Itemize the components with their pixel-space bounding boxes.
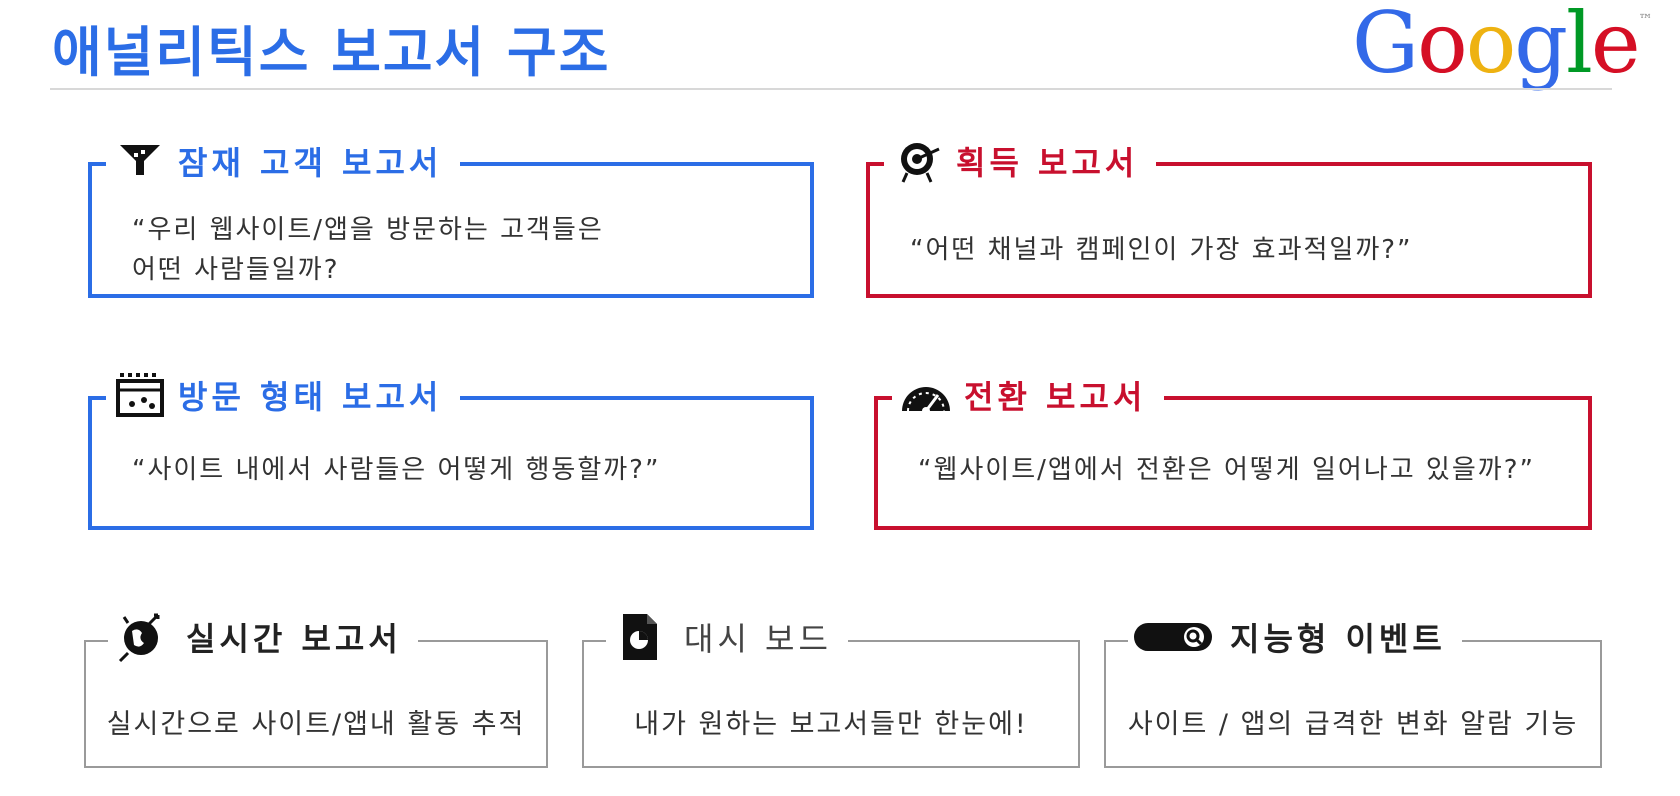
acquisition-report-header: 획득 보고서 <box>884 132 1157 190</box>
toggle-search-icon <box>1132 612 1214 662</box>
intelligence-events-title: 지능형 이벤트 <box>1230 620 1446 658</box>
conversion-report-desc: “웹사이트/앱에서 전환은 어떻게 일어나고 있을까?” <box>918 455 1535 485</box>
acquisition-report-box[interactable]: 획득 보고서 “어떤 채널과 캠페인이 가장 효과적일까?” <box>866 132 1592 298</box>
intelligence-events-header: 지능형 이벤트 <box>1128 608 1462 666</box>
realtime-report-header: 실시간 보고서 <box>108 608 418 666</box>
audience-report-box[interactable]: 잠재 고객 보고서 “우리 웹사이트/앱을 방문하는 고객들은 어떤 사람들일까… <box>88 132 814 298</box>
audience-report-header: 잠재 고객 보고서 <box>106 132 461 190</box>
dashboard-box[interactable]: 대시 보드 내가 원하는 보고서들만 한눈에! <box>582 608 1080 768</box>
dashboard-title: 대시 보드 <box>684 620 832 658</box>
speedometer-icon <box>898 373 954 417</box>
audience-report-desc: “우리 웹사이트/앱을 방문하는 고객들은 어떤 사람들일까? <box>132 215 604 285</box>
logo-letter-l: l <box>1566 0 1593 92</box>
browser-icon <box>112 373 168 417</box>
target-icon <box>890 139 946 183</box>
intelligence-events-box[interactable]: 지능형 이벤트 사이트 / 앱의 급격한 변화 알람 기능 <box>1104 608 1602 768</box>
logo-letter-o2: o <box>1465 0 1517 92</box>
funnel-icon <box>112 139 168 183</box>
document-chart-icon <box>610 612 668 662</box>
dashboard-desc: 내가 원하는 보고서들만 한눈에! <box>634 709 1028 740</box>
acquisition-report-title: 획득 보고서 <box>956 144 1139 182</box>
title-divider <box>50 88 1612 90</box>
google-logo: Google™ <box>1352 0 1653 92</box>
conversion-report-title: 전환 보고서 <box>964 378 1147 416</box>
acquisition-report-desc: “어떤 채널과 캠페인이 가장 효과적일까?” <box>910 235 1413 265</box>
logo-letter-e: e <box>1590 0 1641 92</box>
conversion-report-header: 전환 보고서 <box>892 366 1165 424</box>
logo-letter-g2: g <box>1514 0 1568 92</box>
behavior-report-desc: “사이트 내에서 사람들은 어떻게 행동할까?” <box>132 455 661 485</box>
logo-letter-o1: o <box>1417 0 1468 92</box>
logo-tm: ™ <box>1638 12 1653 28</box>
intelligence-events-desc: 사이트 / 앱의 급격한 변화 알람 기능 <box>1127 709 1579 740</box>
logo-letter-g: G <box>1352 0 1419 92</box>
behavior-report-box[interactable]: 방문 형태 보고서 “사이트 내에서 사람들은 어떻게 행동할까?” <box>88 366 814 530</box>
page-title: 애널리틱스 보고서 구조 <box>52 21 611 84</box>
dashboard-header: 대시 보드 <box>606 608 848 666</box>
realtime-report-desc: 실시간으로 사이트/앱내 활동 추적 <box>106 709 526 740</box>
globe-icon <box>112 612 170 663</box>
behavior-report-title: 방문 형태 보고서 <box>178 378 443 416</box>
audience-report-title: 잠재 고객 보고서 <box>178 144 443 182</box>
realtime-report-box[interactable]: 실시간 보고서 실시간으로 사이트/앱내 활동 추적 <box>84 608 548 768</box>
realtime-report-title: 실시간 보고서 <box>186 620 402 658</box>
behavior-report-header: 방문 형태 보고서 <box>106 366 461 424</box>
conversion-report-box[interactable]: 전환 보고서 “웹사이트/앱에서 전환은 어떻게 일어나고 있을까?” <box>874 366 1592 530</box>
